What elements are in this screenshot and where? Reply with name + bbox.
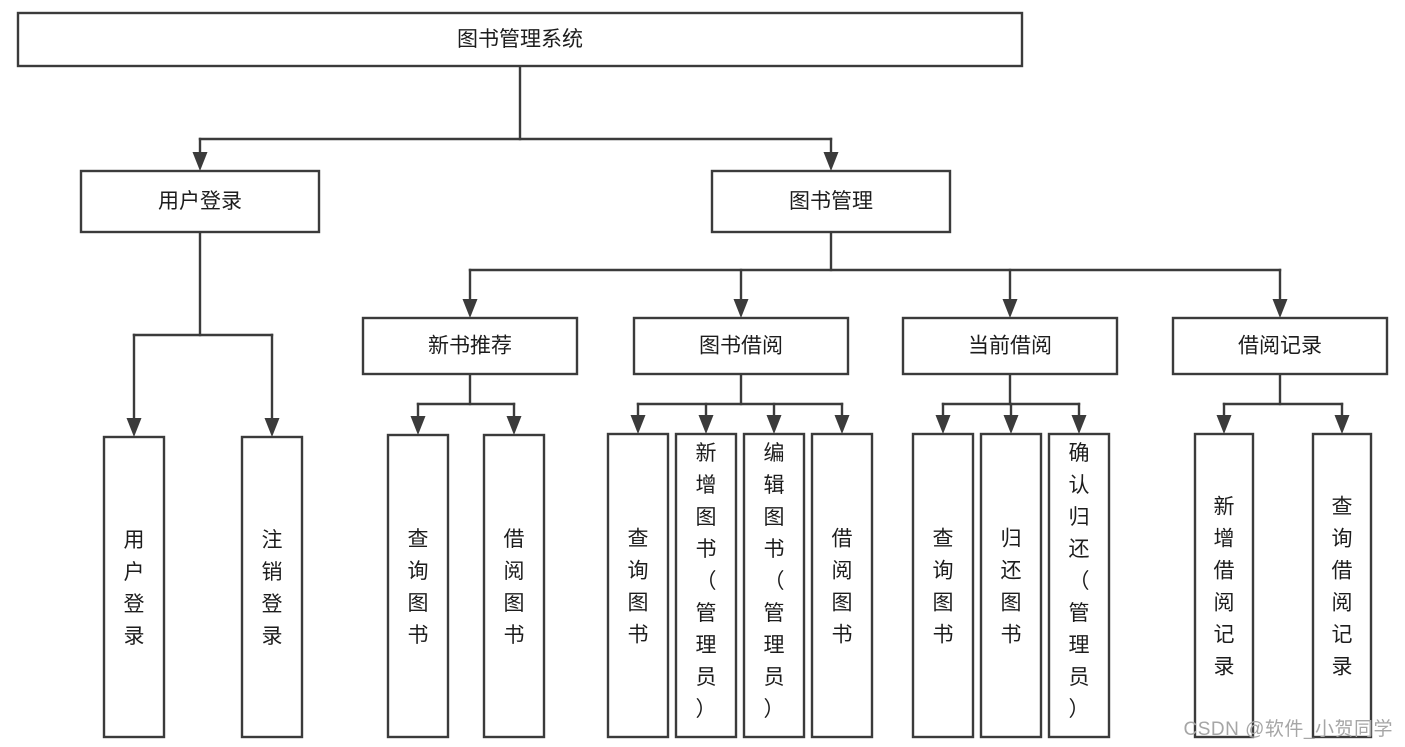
node-label: 查询图书	[408, 528, 429, 647]
node-box-outline	[386, 433, 450, 739]
node-root-图书管理系统[interactable]: 图书管理系统	[16, 11, 1024, 68]
connector-lines-group	[126, 64, 1350, 437]
node-label: 编辑图书（管理员）	[764, 442, 785, 721]
node-l2-用户登录[interactable]: 用户登录	[79, 169, 321, 234]
arrow-head-icon	[126, 418, 142, 437]
node-label: 用户登录	[158, 190, 242, 213]
node-l3-新书推荐[interactable]: 新书推荐	[361, 316, 579, 376]
node-box-outline	[240, 435, 304, 739]
arrow-head-icon	[698, 415, 714, 434]
node-box-outline	[901, 316, 1119, 376]
node-label: 用户登录	[124, 529, 145, 648]
arrow-head-icon	[1003, 415, 1019, 434]
node-box-outline	[361, 316, 579, 376]
node-label: 借阅图书	[504, 528, 525, 647]
node-label: 图书管理系统	[457, 28, 583, 51]
arrow-head-icon	[630, 415, 646, 434]
node-leaf-图书借阅-2[interactable]: 编辑图书（管理员）	[742, 432, 806, 739]
arrow-head-icon	[1071, 415, 1087, 434]
node-box-outline	[102, 435, 166, 739]
node-leaf-当前借阅-2[interactable]: 确认归还（管理员）	[1047, 432, 1111, 739]
node-label: 查询借阅记录	[1332, 496, 1353, 679]
arrow-head-icon	[935, 415, 951, 434]
node-l2-图书管理[interactable]: 图书管理	[710, 169, 952, 234]
arrow-head-icon	[834, 415, 850, 434]
node-label: 图书借阅	[699, 335, 783, 358]
node-leaf-新书推荐-1[interactable]: 借阅图书	[482, 433, 546, 739]
node-leaf-用户登录-0[interactable]: 用户登录	[102, 435, 166, 739]
node-leaf-当前借阅-1[interactable]: 归还图书	[979, 432, 1043, 739]
node-box-outline	[482, 433, 546, 739]
node-label: 新增图书（管理员）	[696, 442, 717, 721]
node-label: 借阅记录	[1238, 335, 1322, 358]
arrow-head-icon	[462, 299, 478, 318]
arrow-head-icon	[192, 152, 208, 171]
node-leaf-图书借阅-0[interactable]: 查询图书	[606, 432, 670, 739]
node-box-outline	[606, 432, 670, 739]
node-label: 新增借阅记录	[1214, 496, 1235, 679]
arrow-head-icon	[410, 416, 426, 435]
arrow-head-icon	[264, 418, 280, 437]
arrow-head-icon	[766, 415, 782, 434]
node-box-outline	[79, 169, 321, 234]
arrow-head-icon	[823, 152, 839, 171]
node-box-outline	[979, 432, 1043, 739]
node-label: 借阅图书	[832, 528, 853, 647]
arrow-head-icon	[733, 299, 749, 318]
node-label: 查询图书	[933, 528, 954, 647]
node-boxes-group: 图书管理系统用户登录图书管理新书推荐图书借阅当前借阅借阅记录用户登录注销登录查询…	[16, 11, 1389, 739]
node-box-outline	[674, 432, 738, 739]
arrow-head-icon	[1002, 299, 1018, 318]
arrow-head-icon	[1272, 299, 1288, 318]
node-label: 当前借阅	[968, 335, 1052, 358]
node-l3-图书借阅[interactable]: 图书借阅	[632, 316, 850, 376]
node-box-outline	[1311, 432, 1373, 739]
node-label: 归还图书	[1001, 528, 1022, 647]
node-label: 图书管理	[789, 190, 873, 213]
node-box-outline	[742, 432, 806, 739]
node-box-outline	[810, 432, 874, 739]
node-label: 注销登录	[262, 529, 283, 648]
node-leaf-图书借阅-1[interactable]: 新增图书（管理员）	[674, 432, 738, 739]
node-label: 查询图书	[628, 528, 649, 647]
node-box-outline	[1171, 316, 1389, 376]
node-label: 新书推荐	[428, 335, 512, 358]
node-leaf-图书借阅-3[interactable]: 借阅图书	[810, 432, 874, 739]
node-box-outline	[710, 169, 952, 234]
node-box-outline	[1193, 432, 1255, 739]
node-leaf-新书推荐-0[interactable]: 查询图书	[386, 433, 450, 739]
node-l3-当前借阅[interactable]: 当前借阅	[901, 316, 1119, 376]
arrow-head-icon	[1334, 415, 1350, 434]
arrow-head-icon	[506, 416, 522, 435]
node-box-outline	[632, 316, 850, 376]
node-leaf-用户登录-1[interactable]: 注销登录	[240, 435, 304, 739]
node-leaf-当前借阅-0[interactable]: 查询图书	[911, 432, 975, 739]
node-box-outline	[911, 432, 975, 739]
node-l3-借阅记录[interactable]: 借阅记录	[1171, 316, 1389, 376]
node-leaf-借阅记录-0[interactable]: 新增借阅记录	[1193, 432, 1255, 739]
node-leaf-借阅记录-1[interactable]: 查询借阅记录	[1311, 432, 1373, 739]
node-box-outline	[16, 11, 1024, 68]
node-label: 确认归还（管理员）	[1069, 442, 1090, 721]
arrow-head-icon	[1216, 415, 1232, 434]
node-box-outline	[1047, 432, 1111, 739]
